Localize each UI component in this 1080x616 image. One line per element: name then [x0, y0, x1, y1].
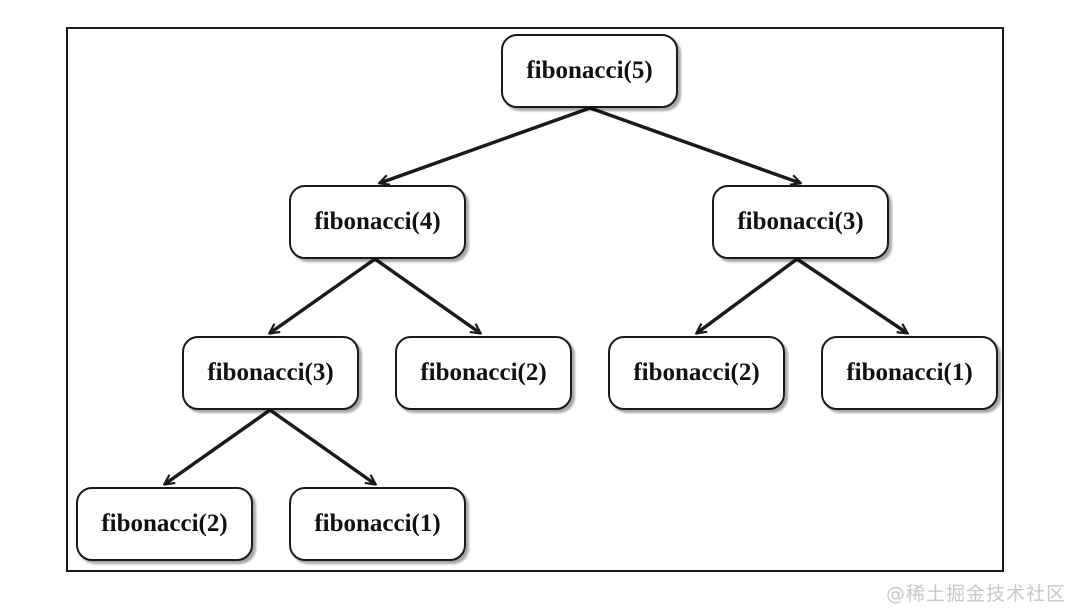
watermark: @稀土掘金技术社区 [885, 583, 1066, 605]
diagram-frame [66, 27, 1004, 572]
node-fibonacci-3-right: fibonacci(3) [712, 185, 889, 259]
node-fibonacci-2-c: fibonacci(2) [76, 487, 253, 561]
node-fibonacci-5: fibonacci(5) [501, 34, 678, 108]
node-fibonacci-2-b: fibonacci(2) [608, 336, 785, 410]
node-fibonacci-1-a: fibonacci(1) [821, 336, 998, 410]
node-fibonacci-2-a: fibonacci(2) [395, 336, 572, 410]
node-fibonacci-4: fibonacci(4) [289, 185, 466, 259]
node-fibonacci-1-b: fibonacci(1) [289, 487, 466, 561]
node-fibonacci-3-left: fibonacci(3) [182, 336, 359, 410]
